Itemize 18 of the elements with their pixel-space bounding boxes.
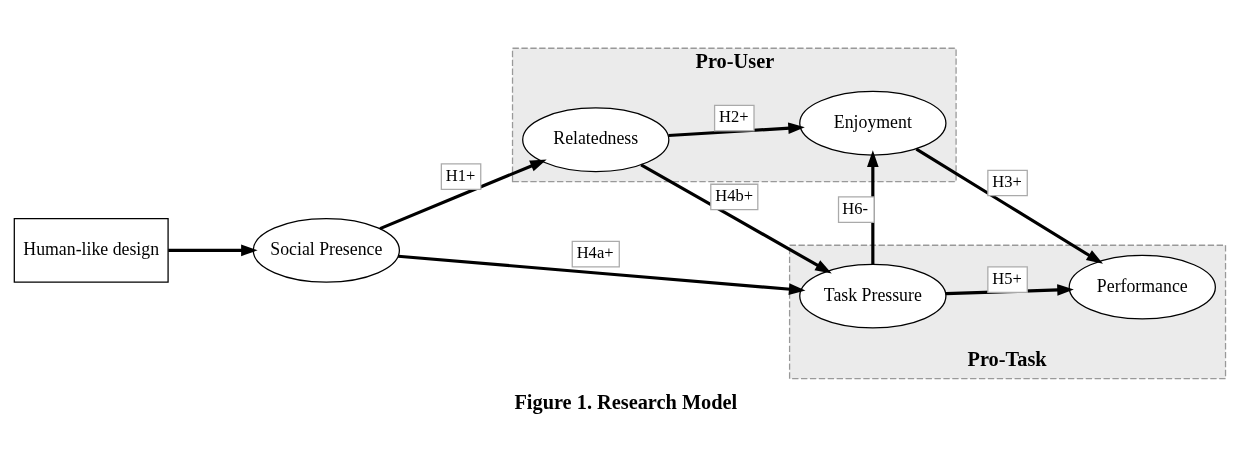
- arrow: [668, 122, 805, 138]
- edge-label: H3+: [992, 172, 1022, 192]
- node-ellipse: Social Presence: [252, 217, 401, 283]
- edge-label: H2+: [719, 107, 749, 127]
- node-ellipse: Performance: [1068, 254, 1216, 320]
- arrow: [379, 159, 547, 231]
- node-box: Human-like design: [13, 217, 169, 283]
- arrow: [398, 254, 806, 295]
- edge-label: H6-: [842, 198, 869, 218]
- edge-label: H5+: [992, 268, 1022, 288]
- caption: Figure 1. Research Model: [514, 390, 738, 413]
- node-ellipse: Task Pressure: [799, 263, 947, 329]
- arrow: [915, 147, 1104, 264]
- node-ellipse: Enjoyment: [799, 90, 947, 156]
- edge-label: H1+: [445, 165, 476, 185]
- edge-label: H4b+: [715, 186, 753, 206]
- edge-label: H4a+: [576, 243, 614, 263]
- arrow: [168, 244, 258, 257]
